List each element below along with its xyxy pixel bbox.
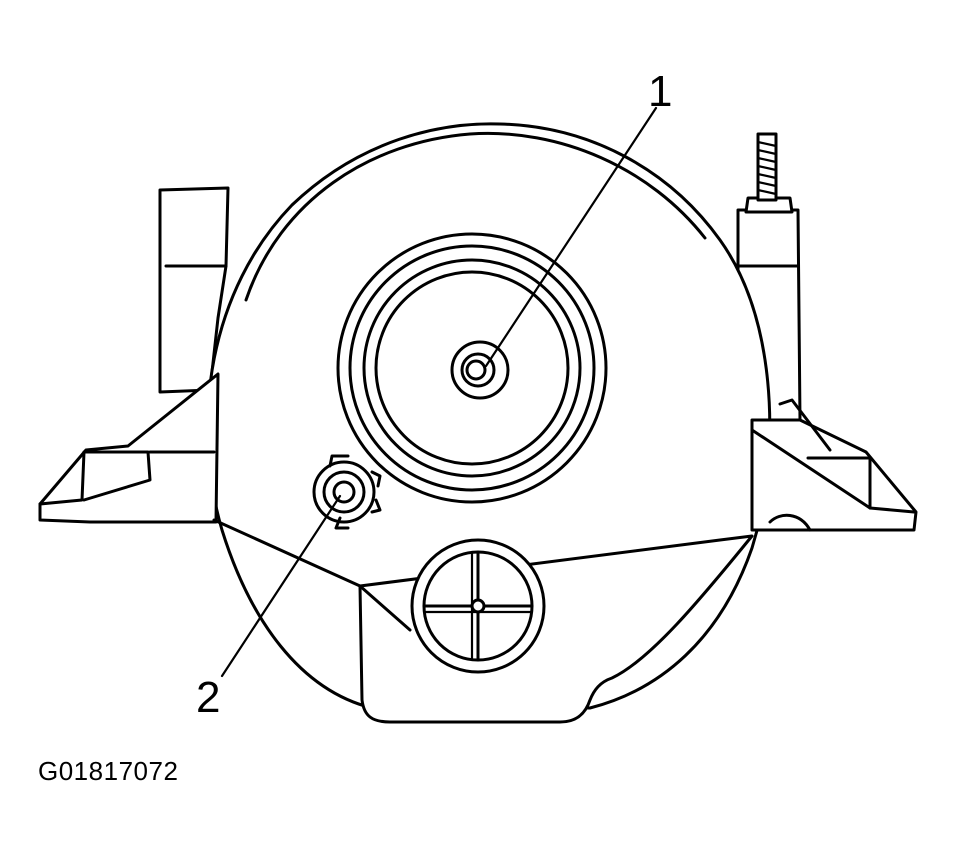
leader-line-2 xyxy=(220,494,342,678)
figure-id: G01817072 xyxy=(38,756,179,786)
vent-plug xyxy=(410,538,546,674)
pulley-rings xyxy=(336,232,608,504)
mounting-stud xyxy=(756,132,778,202)
leader-line-1 xyxy=(484,106,658,368)
callout-label-2: 2 xyxy=(196,673,221,722)
left-mounting-post xyxy=(158,186,230,394)
left-flange xyxy=(38,372,220,524)
callout-label-1: 1 xyxy=(648,67,673,116)
center-shaft xyxy=(450,340,510,400)
right-flange xyxy=(750,398,918,532)
sensor-port xyxy=(312,454,382,530)
